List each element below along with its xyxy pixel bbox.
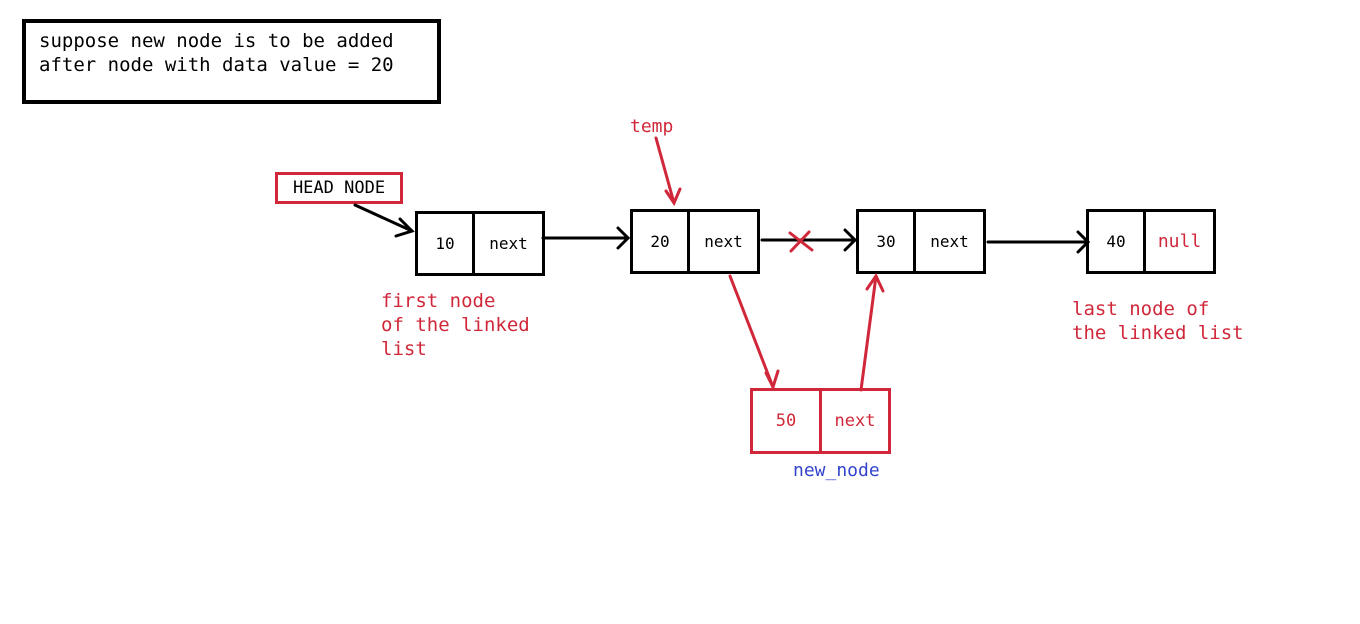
note-text: suppose new node is to be added after no… <box>39 30 394 76</box>
temp-label: temp <box>630 116 674 137</box>
new-node-label: new_node <box>793 460 880 481</box>
node-2-data: 20 <box>650 232 670 251</box>
new-node-data: 50 <box>775 411 797 431</box>
node-4-divider <box>1143 212 1146 271</box>
node-2: 20 next <box>630 209 760 274</box>
new-node-divider <box>819 391 822 451</box>
head-node-label: HEAD NODE <box>275 172 403 204</box>
head-to-node1-arrow <box>353 203 415 238</box>
node-3: 30 next <box>856 209 986 274</box>
node2-to-node3-arrow <box>760 228 858 252</box>
node-1: 10 next <box>415 211 545 276</box>
note-box: suppose new node is to be added after no… <box>22 19 441 104</box>
node-4: 40 null <box>1086 209 1216 274</box>
head-node-text: HEAD NODE <box>292 178 386 198</box>
new-node-to-node3-arrow <box>859 272 885 392</box>
last-node-caption: last node of the linked list <box>1072 298 1244 344</box>
node-1-next: next <box>489 234 528 253</box>
node3-to-node4-arrow <box>986 230 1091 254</box>
broken-link-cross-icon <box>788 230 814 253</box>
temp-pointer-arrow <box>654 136 682 207</box>
node-4-data: 40 <box>1106 232 1126 251</box>
node-2-next: next <box>704 232 743 251</box>
node-3-next: next <box>930 232 969 251</box>
node-3-data: 30 <box>876 232 896 251</box>
node1-to-node2-arrow <box>541 226 631 250</box>
node-4-null: null <box>1157 231 1202 252</box>
new-node: 50 next <box>750 388 891 454</box>
new-node-next: next <box>834 411 876 431</box>
node-2-divider <box>687 212 690 271</box>
node-1-data: 10 <box>435 234 455 253</box>
node-3-divider <box>913 212 916 271</box>
node-1-divider <box>472 214 475 273</box>
node2-to-new-node-arrow <box>728 274 780 391</box>
first-node-caption: first node of the linked list <box>381 290 530 360</box>
